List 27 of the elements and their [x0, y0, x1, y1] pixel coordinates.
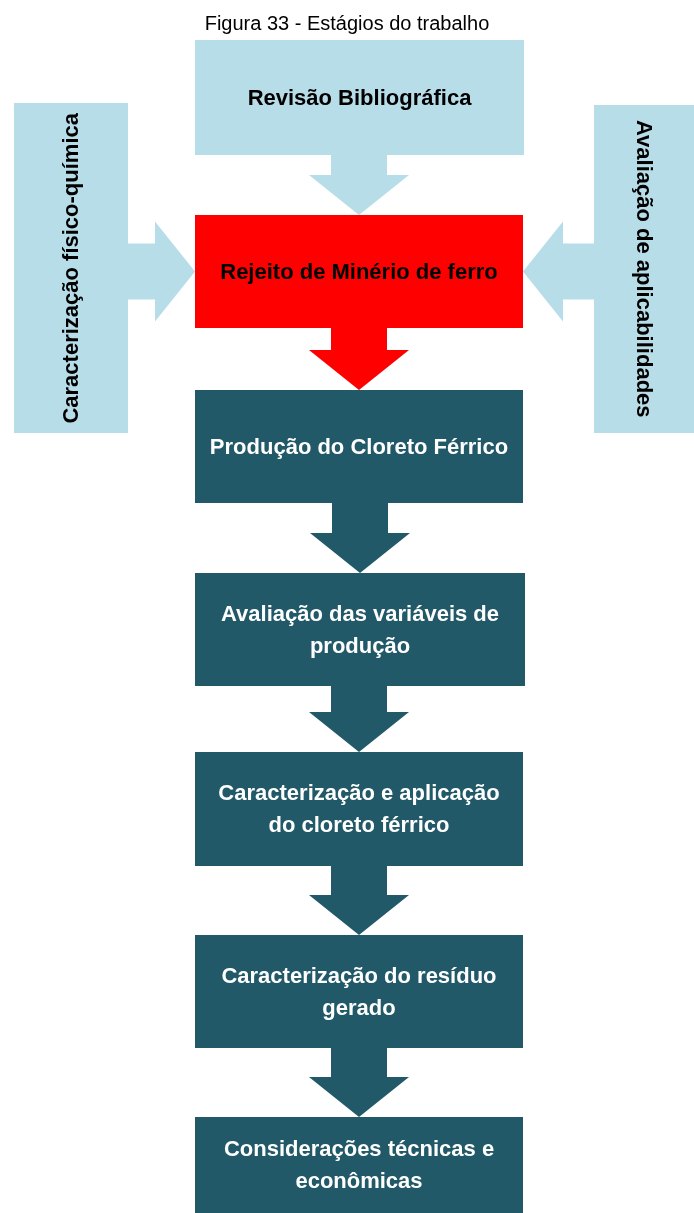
- box-label: Revisão Bibliográfica: [247, 83, 472, 112]
- block-arrow: [309, 155, 409, 215]
- box-label: Produção do Cloreto Férrico: [209, 432, 509, 461]
- box-label: Caracterização e aplicação do cloreto férrico: [217, 779, 501, 839]
- block-arrow: [523, 221, 594, 322]
- box-label: Avaliação de aplicabilidades: [630, 120, 658, 418]
- process-box: [594, 105, 694, 433]
- process-box: [195, 390, 523, 503]
- process-box: [195, 1117, 523, 1213]
- box-label: Caracterização do resíduo gerado: [220, 961, 498, 1022]
- process-box: [195, 40, 524, 155]
- process-box: [14, 103, 128, 433]
- block-arrow: [309, 328, 409, 390]
- block-arrow: [310, 503, 410, 573]
- block-arrow: [309, 1048, 409, 1117]
- block-arrow: [128, 221, 195, 322]
- block-arrow: [309, 866, 409, 935]
- box-label: Caracterização físico-química: [57, 112, 85, 424]
- box-label: Considerações técnicas e econômicas: [222, 1135, 496, 1195]
- process-box: [195, 573, 525, 686]
- block-arrow: [309, 686, 409, 752]
- box-label: Rejeito de Minério de ferro: [220, 257, 498, 286]
- process-box: [195, 215, 523, 328]
- process-box: [195, 752, 523, 866]
- process-box: [195, 935, 523, 1048]
- box-label: Avaliação das variáveis de produção: [220, 599, 500, 660]
- figure-title: Figura 33 - Estágios do trabalho: [203, 12, 491, 35]
